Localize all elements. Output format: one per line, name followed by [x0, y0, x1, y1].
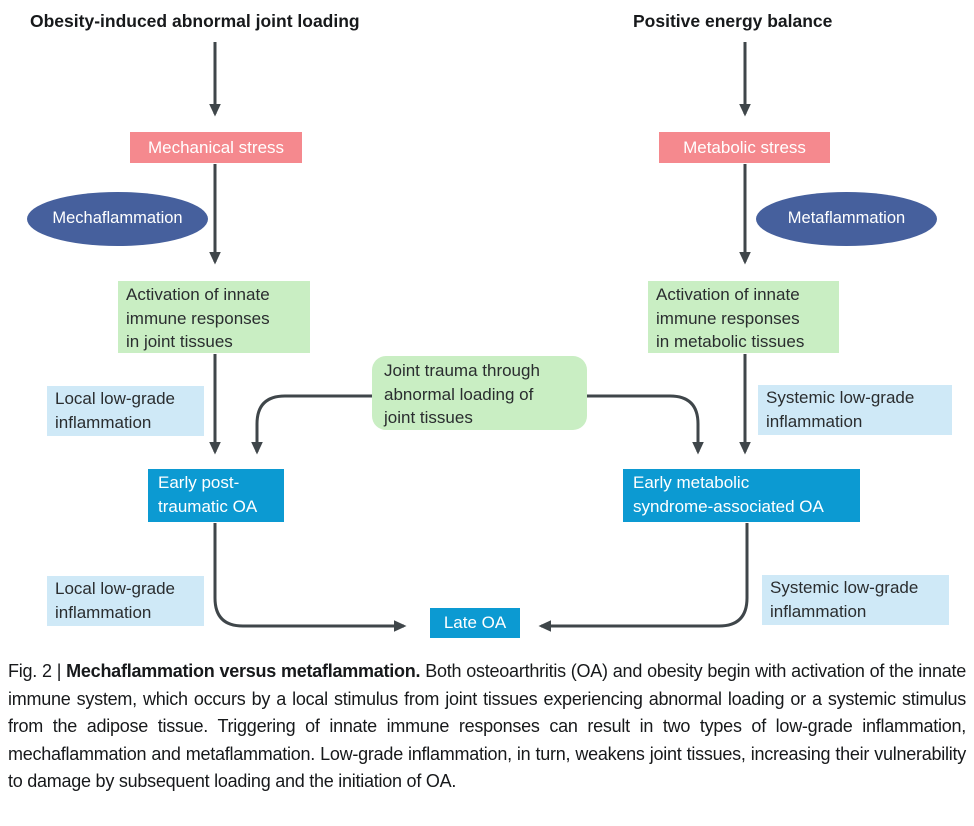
figure-caption: Fig. 2 | Mechaflammation versus metaflam…: [8, 658, 966, 796]
late-oa-box: Late OA: [430, 608, 520, 638]
right-inflammation-lower-box: Systemic low-grade inflammation: [762, 575, 949, 625]
right-activation-box: Activation of innate immune responses in…: [648, 281, 839, 353]
mechaflammation-ellipse: Mechaflammation: [27, 192, 208, 246]
arrow-trauma-to-left-early-oa: [251, 394, 374, 455]
left-activation-box: Activation of innate immune responses in…: [118, 281, 310, 353]
left-inflammation-upper-box: Local low-grade inflammation: [47, 386, 204, 436]
left-inflammation-lower-box: Local low-grade inflammation: [47, 576, 204, 626]
early-metabolic-oa-box: Early metabolic syndrome-associated OA: [623, 469, 860, 522]
mechanical-stress-box: Mechanical stress: [130, 132, 302, 163]
left-column-header: Obesity-induced abnormal joint loading: [30, 11, 360, 31]
right-column-header: Positive energy balance: [633, 11, 833, 31]
metaflammation-ellipse: Metaflammation: [756, 192, 937, 246]
figure-caption-title: Mechaflammation versus metaflammation.: [66, 661, 421, 681]
figure-caption-body: Both osteoarthritis (OA) and obesity beg…: [8, 661, 966, 791]
arrow-right-early-oa-to-late-oa: [538, 523, 749, 632]
arrow-trauma-to-right-early-oa: [586, 394, 704, 455]
early-post-traumatic-oa-box: Early post- traumatic OA: [148, 469, 284, 522]
joint-trauma-box: Joint trauma through abnormal loading of…: [372, 356, 587, 430]
right-inflammation-upper-box: Systemic low-grade inflammation: [758, 385, 952, 435]
metabolic-stress-box: Metabolic stress: [659, 132, 830, 163]
arrow-left-early-oa-to-late-oa: [213, 523, 407, 632]
figure-caption-label: Fig. 2 |: [8, 661, 67, 681]
